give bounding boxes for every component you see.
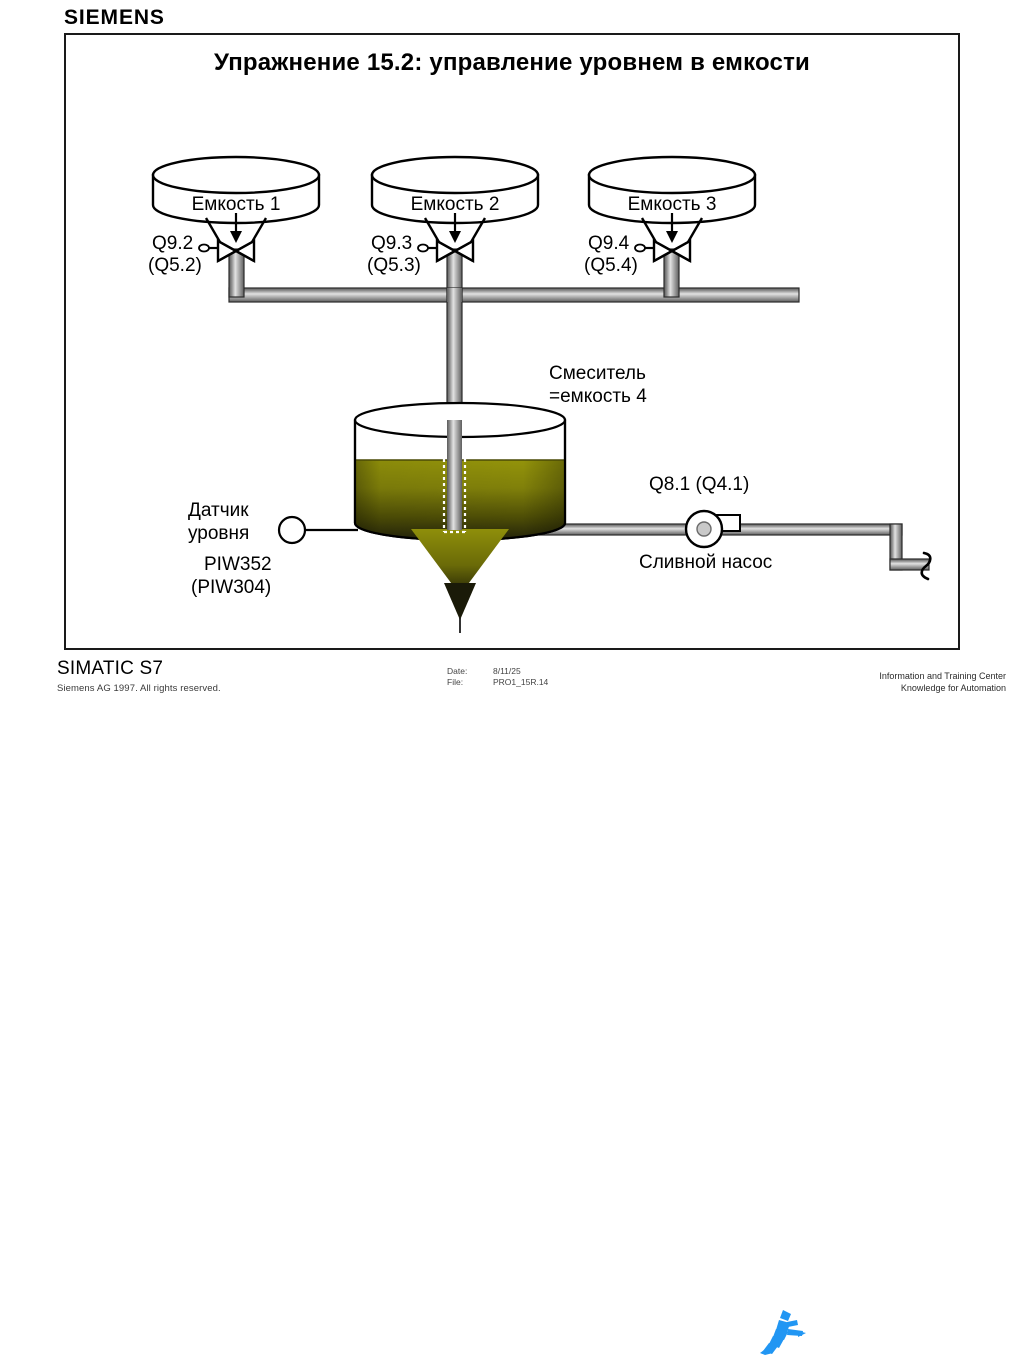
tank-1-top-ellipse <box>151 155 321 195</box>
tank-3-label: Емкость 3 <box>628 194 717 215</box>
valve-q93-secondary-label: (Q5.3) <box>367 255 421 276</box>
slide-content-frame: Упражнение 15.2: управление уровнем в ем… <box>64 33 960 650</box>
mixer-outlet-spike <box>444 583 476 620</box>
manifold-horizontal-pipe <box>228 287 800 303</box>
footer-file-value: PRO1_15R.14 <box>493 677 549 687</box>
mixer-label-line-2: =емкость 4 <box>549 386 647 407</box>
slide-root: SIEMENS Упражнение 15.2: управление уров… <box>0 6 1024 1355</box>
footer-date-key: Date: <box>447 666 468 676</box>
mixer-label-group: Смеситель =емкость 4 <box>549 363 647 407</box>
source-tank-2-group: Емкость 2 Q9.3 (Q5.3) <box>367 155 540 276</box>
mixer-inlet-dip-pipe <box>447 420 462 530</box>
valve-q93-icon[interactable] <box>417 238 475 264</box>
valve-q94-primary-label: Q9.4 <box>588 233 630 254</box>
footer-copyright: Siemens AG 1997. All rights reserved. <box>57 683 221 694</box>
tank-1-flow-arrow-icon <box>230 213 242 243</box>
pump-impeller-icon <box>696 521 712 537</box>
pipe-break-squiggle-icon <box>920 551 932 581</box>
page-title: Упражнение 15.2: управление уровнем в ем… <box>213 49 810 76</box>
tank-2-top-ellipse <box>370 155 540 195</box>
itc-running-figure-logo-icon <box>760 1310 806 1355</box>
drain-pump-label: Сливной насос <box>639 552 772 573</box>
mixer-cone-bottom <box>411 529 509 595</box>
drain-pump-address: Q8.1 (Q4.1) <box>649 474 749 495</box>
siemens-wordmark: SIEMENS <box>64 6 165 29</box>
tank-2-label: Емкость 2 <box>411 194 500 215</box>
level-sensor-address-secondary: (PIW304) <box>191 577 271 598</box>
tank-1-label: Емкость 1 <box>192 194 281 215</box>
valve-q92-primary-label: Q9.2 <box>152 233 193 254</box>
level-sensor-group: Датчик уровня PIW352 (PIW304) <box>188 500 358 598</box>
footer-itc-line-1: Information and Training Center <box>879 671 1006 681</box>
mixer-tank-group <box>353 401 567 633</box>
footer-file-key: File: <box>447 677 464 687</box>
valve-q93-primary-label: Q9.3 <box>371 233 412 254</box>
manifold-joint-overlay <box>447 288 462 302</box>
level-sensor-label-line-2: уровня <box>188 523 249 544</box>
tank-3-flow-arrow-icon <box>666 213 678 243</box>
valve-q94-icon[interactable] <box>634 238 692 264</box>
source-tank-1-group: Емкость 1 Q9.2 (Q5.2) <box>148 155 321 276</box>
footer-date-value: 8/11/25 <box>493 666 521 676</box>
tank-2-flow-arrow-icon <box>449 213 461 243</box>
footer-itc-text: Information and Training Center Knowledg… <box>879 671 1006 694</box>
mixer-label-line-1: Смеситель <box>549 363 646 384</box>
footer-metadata: Date: 8/11/25 File: PRO1_15R.14 <box>447 666 548 688</box>
downpipe-tank-1 <box>228 248 245 298</box>
tank-3-top-ellipse <box>587 155 757 195</box>
drain-pump-group: Q8.1 (Q4.1) Сливной насос <box>639 474 772 573</box>
footer-product-name: SIMATIC S7 <box>57 658 164 679</box>
level-sensor-address-primary: PIW352 <box>204 554 272 575</box>
process-diagram: Емкость 1 Q9.2 (Q5.2) <box>148 155 932 633</box>
source-tank-3-group: Емкость 3 Q9.4 (Q5.4) <box>584 155 757 276</box>
slide-footer: SIMATIC S7 Siemens AG 1997. All rights r… <box>0 650 1024 1355</box>
downpipe-tank-3 <box>663 248 680 298</box>
valve-q94-secondary-label: (Q5.4) <box>584 255 638 276</box>
valve-q92-secondary-label: (Q5.2) <box>148 255 202 276</box>
valve-q92-icon[interactable] <box>198 238 256 264</box>
footer-itc-line-2: Knowledge for Automation <box>900 682 1006 693</box>
level-sensor-label-line-1: Датчик <box>188 500 249 521</box>
level-sensor-icon[interactable] <box>277 515 307 545</box>
